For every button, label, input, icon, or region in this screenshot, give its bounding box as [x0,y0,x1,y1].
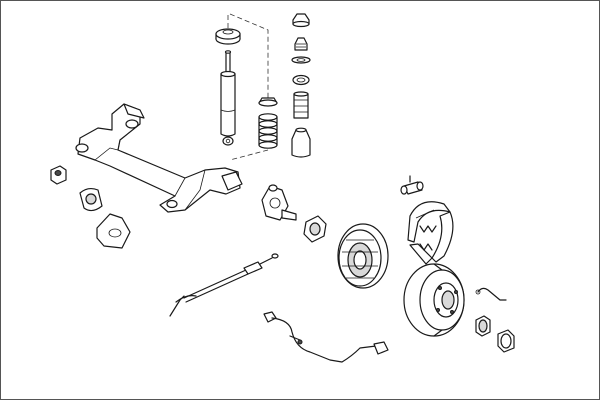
spring-seat[interactable] [258,97,278,107]
shock-absorber[interactable] [220,50,236,146]
hub-nut-and-cap[interactable] [475,315,515,353]
handbrake-cable[interactable] [169,253,279,317]
brake-backing-plate[interactable] [337,223,389,289]
rear-axle-beam[interactable] [75,103,243,213]
coil-spring[interactable] [258,113,278,149]
bump-stop-kit[interactable] [291,13,311,158]
brake-drum[interactable] [403,263,465,337]
top-mount[interactable] [215,28,241,45]
axle-bushings[interactable] [50,165,131,249]
brake-spring-clip[interactable] [475,287,507,301]
abs-sensor-cable[interactable] [263,311,389,363]
wheel-cylinder[interactable] [400,175,424,195]
wheel-bearing[interactable] [303,215,327,243]
brake-shoes[interactable] [407,201,454,265]
stub-axle[interactable] [261,184,297,221]
